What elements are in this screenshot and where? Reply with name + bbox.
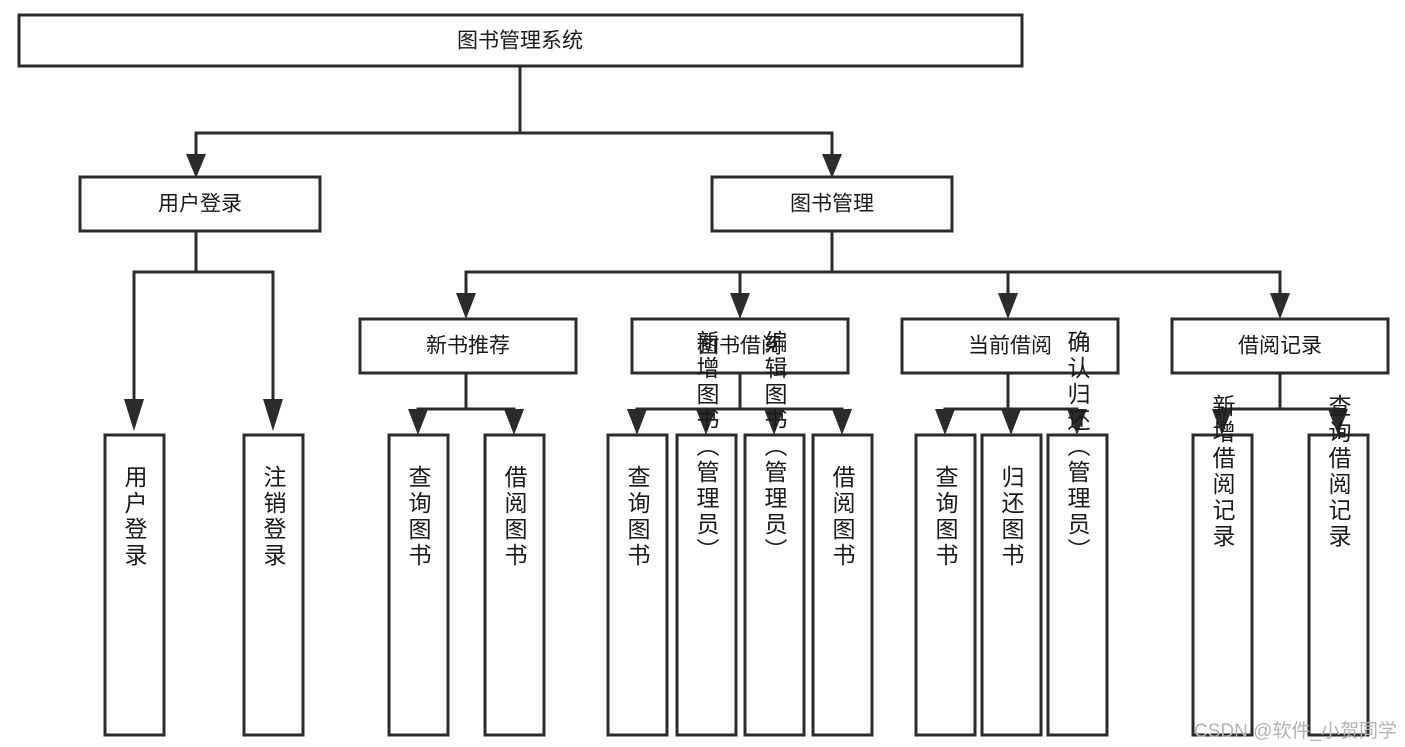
node-leaf-user-login-box[interactable] — [103, 433, 166, 737]
arrow-head-book-borrow — [730, 293, 750, 319]
arrow-head-borrow-record — [1270, 293, 1290, 319]
arrow-head-leaf-borrow-book-1 — [504, 409, 524, 435]
node-book-manage-box[interactable] — [710, 175, 954, 233]
node-current-borrow-box[interactable] — [900, 317, 1120, 375]
node-new-book-recommend-box[interactable] — [358, 317, 578, 375]
node-leaf-query-book-3[interactable]: 查询图书 — [914, 433, 977, 737]
connector-layer — [124, 64, 1348, 435]
node-user-login-box[interactable] — [78, 175, 322, 233]
node-book-borrow-label: 图书借阅 — [698, 335, 782, 358]
node-leaf-query-book-2-label: 查询图书 — [624, 465, 651, 569]
node-leaf-add-book[interactable]: 新增图书（管理员） — [675, 330, 738, 737]
node-user-login[interactable]: 用户登录 — [78, 175, 322, 233]
node-leaf-return-book-box[interactable] — [980, 433, 1043, 737]
node-leaf-borrow-book-1-label: 借阅图书 — [501, 465, 528, 569]
node-book-borrow-box[interactable] — [630, 317, 850, 375]
node-leaf-query-book-2[interactable]: 查询图书 — [606, 433, 669, 737]
node-leaf-query-book-3-box[interactable] — [914, 433, 977, 737]
node-leaf-user-logout-box[interactable] — [242, 433, 305, 737]
node-leaf-query-book-3-label: 查询图书 — [932, 465, 959, 569]
arrow-head-leaf-query-book-3 — [935, 409, 955, 435]
arrow-head-leaf-user-login — [124, 399, 144, 431]
arrow-head-leaf-borrow-book-2 — [832, 409, 852, 435]
node-current-borrow-label: 当前借阅 — [968, 335, 1052, 358]
node-leaf-borrow-book-2-label: 借阅图书 — [829, 465, 856, 569]
node-leaf-edit-book[interactable]: 编辑图书（管理员） — [743, 330, 806, 737]
node-leaf-add-record-box[interactable] — [1191, 433, 1254, 737]
node-leaf-add-book-box[interactable] — [675, 433, 738, 737]
arrow-head-leaf-query-book-2 — [627, 409, 647, 435]
node-leaf-query-record-label: 查询借阅记录 — [1325, 394, 1352, 550]
node-leaf-user-logout-label: 注销登录 — [260, 465, 287, 569]
node-borrow-record-box[interactable] — [1170, 317, 1390, 375]
node-leaf-query-book-1-label: 查询图书 — [405, 465, 432, 569]
arrow-head-leaf-user-logout — [263, 399, 283, 431]
node-leaf-confirm-return-label: 确认归还（管理员） — [1064, 330, 1091, 564]
node-borrow-record[interactable]: 借阅记录 — [1170, 317, 1390, 375]
node-user-login-label: 用户登录 — [158, 193, 242, 216]
node-new-book-recommend-label: 新书推荐 — [426, 335, 510, 358]
node-leaf-query-book-1-box[interactable] — [387, 433, 450, 737]
arrow-head-leaf-add-record — [1212, 409, 1232, 435]
node-leaf-add-book-label: 新增图书（管理员） — [693, 330, 720, 564]
node-root-box[interactable] — [17, 13, 1024, 68]
node-leaf-borrow-book-2[interactable]: 借阅图书 — [811, 433, 874, 737]
node-leaf-add-record[interactable]: 新增借阅记录 — [1191, 394, 1254, 737]
node-leaf-confirm-return-box[interactable] — [1046, 433, 1109, 737]
node-leaf-return-book-label: 归还图书 — [998, 465, 1025, 569]
node-leaf-query-book-2-box[interactable] — [606, 433, 669, 737]
node-borrow-record-label: 借阅记录 — [1238, 335, 1322, 358]
node-leaf-return-book[interactable]: 归还图书 — [980, 433, 1043, 737]
node-new-book-recommend[interactable]: 新书推荐 — [358, 317, 578, 375]
node-leaf-add-record-label: 新增借阅记录 — [1209, 394, 1236, 550]
arrow-head-current-borrow — [998, 293, 1018, 319]
arrow-head-user-login — [186, 154, 206, 178]
node-leaf-user-login[interactable]: 用户登录 — [103, 433, 166, 737]
node-leaf-user-logout[interactable]: 注销登录 — [242, 433, 305, 737]
arrow-head-leaf-add-book — [696, 409, 716, 435]
node-leaf-borrow-book-1-box[interactable] — [483, 433, 546, 737]
arrow-head-leaf-confirm-return — [1067, 409, 1087, 435]
arrow-head-leaf-query-book-1 — [408, 409, 428, 435]
node-leaf-user-login-label: 用户登录 — [121, 465, 148, 569]
node-leaf-confirm-return[interactable]: 确认归还（管理员） — [1046, 330, 1109, 737]
node-root[interactable]: 图书管理系统 — [17, 13, 1024, 68]
node-leaf-query-record-box[interactable] — [1307, 433, 1370, 737]
node-leaf-query-book-1[interactable]: 查询图书 — [387, 433, 450, 737]
node-leaf-edit-book-label: 编辑图书（管理员） — [761, 330, 788, 564]
arrow-head-leaf-return-book — [1001, 409, 1021, 435]
arrow-head-leaf-query-record — [1328, 409, 1348, 435]
node-current-borrow[interactable]: 当前借阅 — [900, 317, 1120, 375]
node-root-label: 图书管理系统 — [457, 30, 583, 53]
arrow-head-book-manage — [822, 154, 842, 178]
node-book-borrow[interactable]: 图书借阅 — [630, 317, 850, 375]
node-leaf-edit-book-box[interactable] — [743, 433, 806, 737]
arrow-head-new-book-recommend — [456, 293, 476, 319]
node-leaf-query-record[interactable]: 查询借阅记录 — [1307, 394, 1370, 737]
node-book-manage-label: 图书管理 — [790, 193, 874, 216]
node-leaf-borrow-book-1[interactable]: 借阅图书 — [483, 433, 546, 737]
node-leaf-borrow-book-2-box[interactable] — [811, 433, 874, 737]
node-book-manage[interactable]: 图书管理 — [710, 175, 954, 233]
arrow-head-leaf-edit-book — [764, 409, 784, 435]
